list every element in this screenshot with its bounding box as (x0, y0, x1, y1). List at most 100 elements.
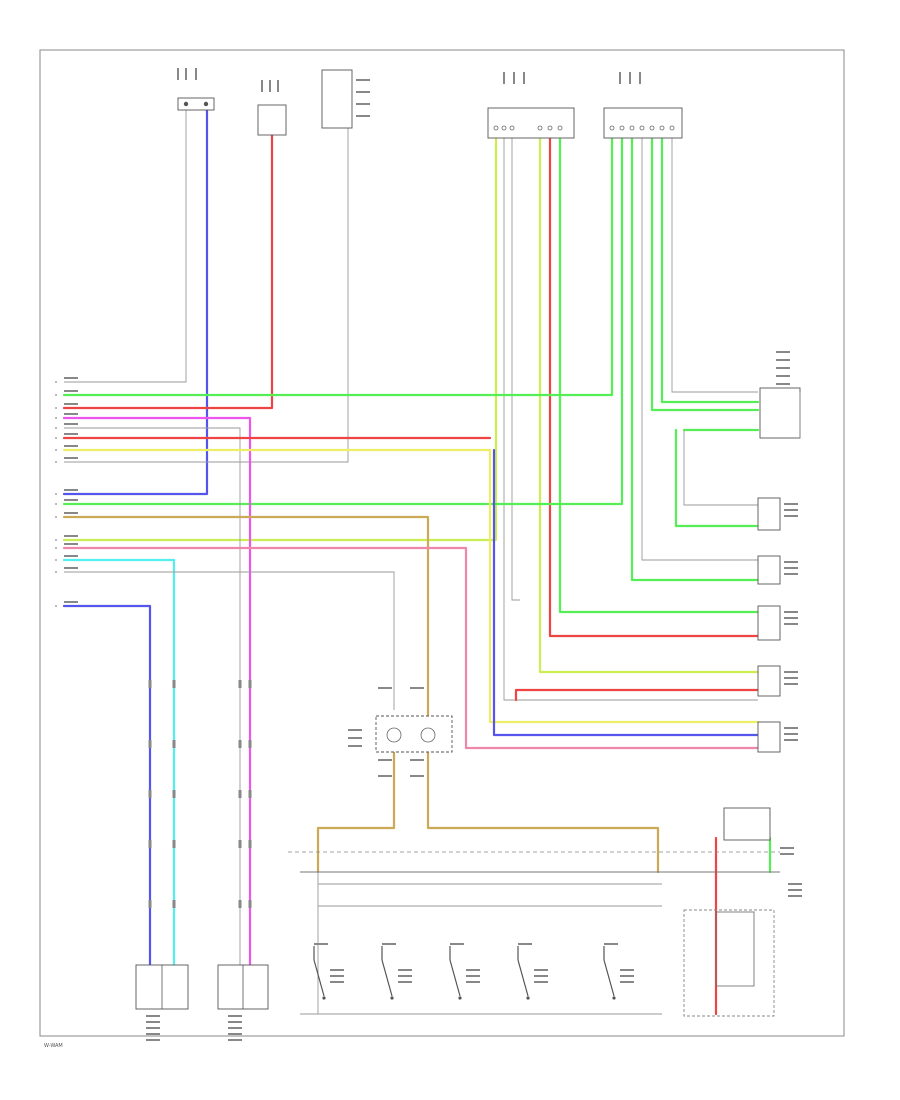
label-tick (64, 489, 78, 491)
wire-dgreen-1 (641, 138, 758, 561)
label-tick (784, 733, 798, 735)
label-tick (382, 943, 396, 945)
label-tick (620, 981, 634, 983)
label-tick (146, 1021, 160, 1023)
right-component-3 (757, 605, 781, 641)
label-tick (64, 377, 78, 379)
label-tick (356, 103, 370, 105)
label-tick (348, 737, 362, 739)
label-tick (64, 457, 78, 459)
label-tick (410, 759, 424, 761)
label-tick (356, 91, 370, 93)
inline-label (248, 740, 252, 748)
label-tick (398, 981, 412, 983)
label-tick (228, 1027, 242, 1029)
steering-resistor-ladder (715, 911, 755, 987)
pin-dot (55, 461, 57, 463)
switch-contact (458, 996, 462, 1000)
top-connector-5 (603, 107, 683, 139)
wire-black-1 (64, 110, 187, 383)
wire-red-4 (514, 688, 760, 702)
label-tick (398, 975, 412, 977)
switch-3 (449, 959, 461, 997)
label-tick (534, 975, 548, 977)
wire-green-5 (650, 136, 760, 412)
label-tick (503, 72, 505, 84)
pin-dot (55, 503, 57, 505)
wire-green-8 (674, 428, 760, 528)
switch-1 (313, 959, 325, 997)
label-tick (518, 943, 532, 945)
label-tick (348, 745, 362, 747)
switch-contact (390, 996, 394, 1000)
inline-label (172, 790, 176, 798)
wire-cyan-1 (62, 558, 176, 982)
label-tick (780, 853, 794, 855)
pin-dot (55, 571, 57, 573)
label-tick (620, 969, 634, 971)
label-tick (64, 512, 78, 514)
switch-contact (526, 996, 530, 1000)
pin-dot (55, 449, 57, 451)
connector-pin (557, 125, 563, 131)
wire-green-1 (62, 136, 614, 397)
inline-label (172, 840, 176, 848)
inline-label (148, 790, 152, 798)
connector-pin (649, 125, 655, 131)
top-connector-2 (257, 104, 287, 136)
pin-dot (55, 417, 57, 419)
inline-label (148, 840, 152, 848)
pin-dot (55, 559, 57, 561)
steering-switch-box (723, 807, 771, 841)
inline-label (172, 740, 176, 748)
top-connector-4 (487, 107, 575, 139)
components-layer (135, 69, 801, 1017)
label-tick (269, 80, 271, 92)
sensor-terminal-2 (420, 727, 436, 743)
switch-5 (603, 959, 615, 997)
label-tick (348, 729, 362, 731)
pin-dot (55, 407, 57, 409)
pin-dot (55, 427, 57, 429)
label-tick (788, 883, 802, 885)
pin-dot (55, 381, 57, 383)
label-tick (784, 509, 798, 511)
switch-4 (517, 959, 529, 997)
label-tick (784, 683, 798, 685)
label-tick (277, 80, 279, 92)
wire-lime-2 (538, 136, 760, 674)
pin-dot (55, 394, 57, 396)
right-component-2 (757, 555, 781, 585)
label-tick (780, 847, 794, 849)
connector-pin (629, 125, 635, 131)
label-tick (146, 1027, 160, 1029)
label-tick (776, 383, 790, 385)
label-tick (629, 72, 631, 84)
wire-gray-3 (671, 138, 758, 393)
label-tick (228, 1015, 242, 1017)
page-mark: W-WAM (44, 1043, 63, 1049)
connector-pin (203, 101, 209, 107)
inline-label (238, 790, 242, 798)
label-tick (195, 68, 197, 80)
connector-pin (547, 125, 553, 131)
pin-dot (55, 516, 57, 518)
label-tick (784, 515, 798, 517)
right-component-5 (757, 721, 781, 753)
label-tick (330, 981, 344, 983)
label-tick (513, 72, 515, 84)
wire-green-6 (660, 136, 760, 404)
switch-2 (381, 959, 393, 997)
connector-pin (537, 125, 543, 131)
top-connector-3 (321, 69, 353, 129)
label-tick (639, 72, 641, 84)
wire-green-4 (630, 136, 760, 582)
inline-label (238, 740, 242, 748)
label-tick (228, 1039, 242, 1041)
label-tick (64, 433, 78, 435)
sensor-terminal-1 (386, 727, 402, 743)
inline-label (172, 900, 176, 908)
label-tick (64, 390, 78, 392)
label-tick (378, 759, 392, 761)
pin-dot (55, 493, 57, 495)
